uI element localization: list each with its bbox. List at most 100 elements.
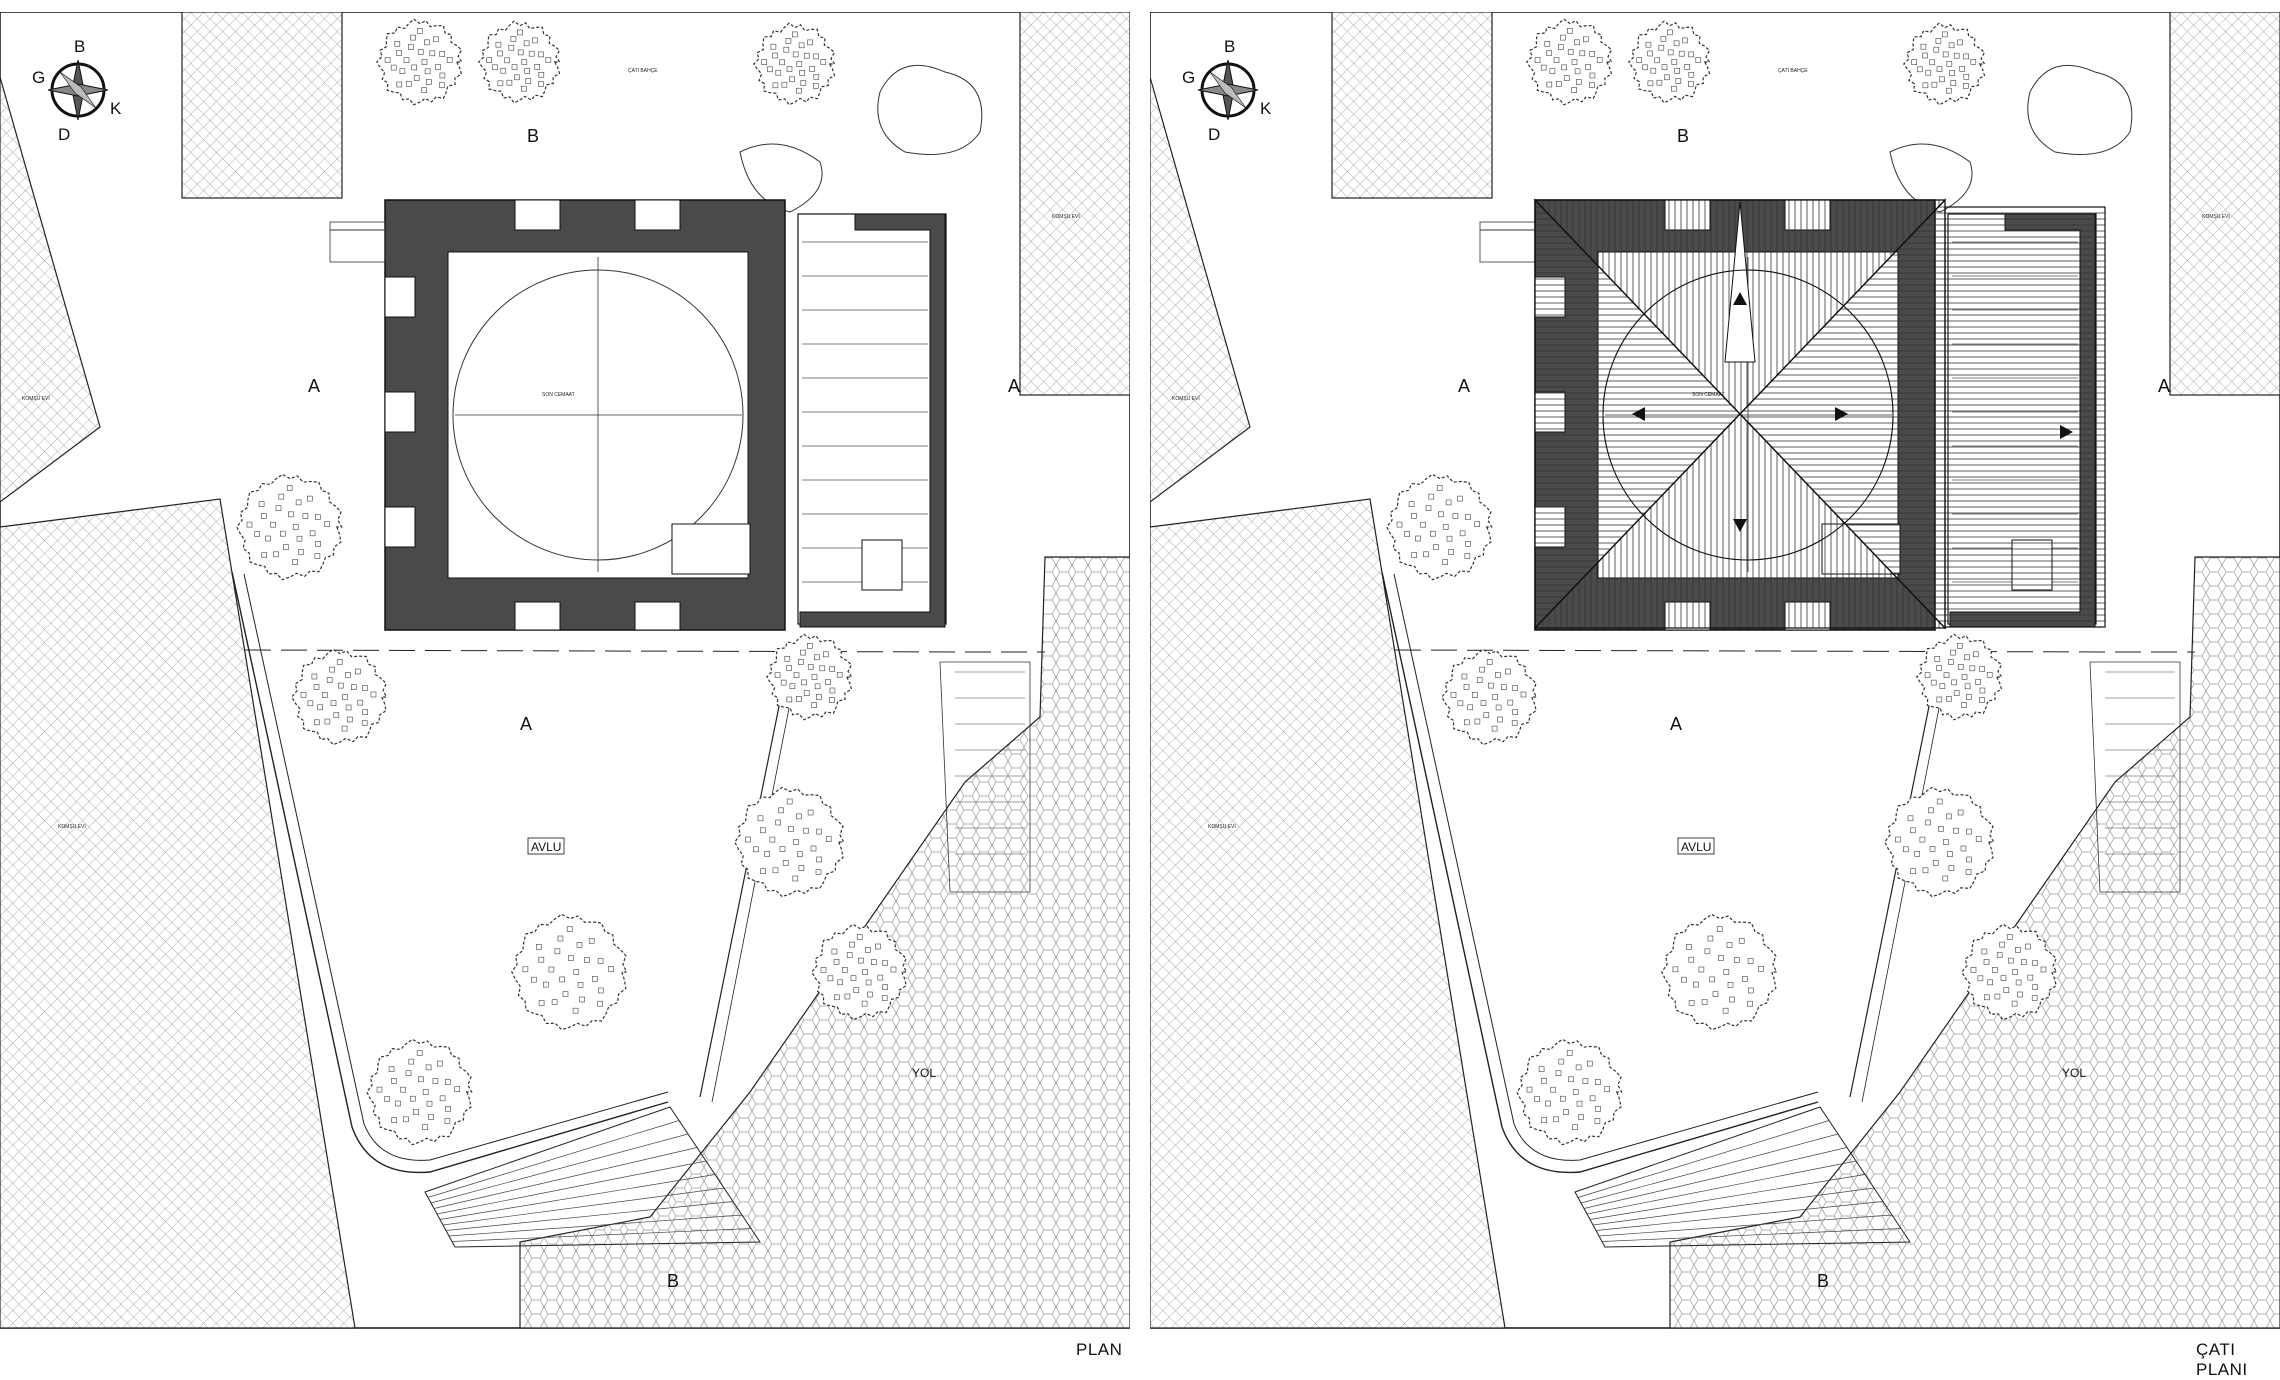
tree-leaf-mark (409, 1095, 416, 1102)
tree-leaf-mark (814, 654, 820, 661)
tree-leaf-mark (1688, 51, 1694, 58)
tree-leaf-mark (814, 683, 821, 690)
tree-leaf-mark (2032, 960, 2038, 966)
tree-leaf-mark (403, 1116, 409, 1123)
tree-leaf-mark (1645, 41, 1652, 48)
tree-leaf-mark (1541, 1078, 1547, 1084)
tree-leaf-mark (370, 691, 377, 698)
area-label-a-right: A (1008, 376, 1020, 396)
tree-leaf-mark (1594, 1118, 1601, 1124)
tree-leaf-mark (800, 80, 807, 86)
tree-leaf-mark (1480, 700, 1487, 706)
tree-leaf-mark (1411, 552, 1418, 558)
window-opening (514, 199, 561, 231)
tree-leaf-mark (1436, 485, 1443, 491)
stair-tread (430, 1133, 689, 1204)
tree-leaf-mark (800, 649, 806, 656)
tree-leaf-mark (798, 865, 805, 871)
tree-leaf-mark (1520, 691, 1527, 698)
tree-leaf-mark (829, 687, 836, 694)
tree-leaf-mark (1726, 942, 1733, 948)
tree-leaf-mark (2006, 934, 2013, 940)
tree-leaf-mark (436, 1060, 443, 1067)
tree-leaf-mark (882, 984, 889, 990)
tree-leaf-mark (1957, 664, 1964, 670)
tree-canopy (766, 633, 853, 721)
tree-canopy (376, 18, 463, 106)
tree-leaf-mark (759, 827, 766, 834)
compass-label-south: D (58, 125, 70, 144)
tree-leaf-mark (1925, 819, 1931, 826)
tree-leaf-mark (809, 65, 816, 72)
window-opening (384, 506, 416, 548)
tree-leaf-mark (772, 52, 778, 59)
tree-leaf-mark (815, 694, 822, 700)
tree-leaf-mark (774, 672, 781, 678)
tree-leaf-mark (1704, 948, 1711, 955)
tree-leaf-mark (1666, 29, 1673, 36)
tree-leaf-mark (769, 836, 776, 843)
tree-leaf-mark (833, 994, 840, 1001)
tree-leaf-mark (261, 512, 267, 519)
tree-leaf-mark (576, 942, 583, 948)
mihrab-niche (671, 523, 751, 575)
area-label-b-bottom: B (1817, 1271, 1829, 1291)
tree-leaf-mark (1935, 38, 1942, 44)
tree-leaf-mark (1964, 683, 1971, 690)
tree-leaf-mark (1596, 56, 1603, 63)
slope-arrow-icon (1733, 292, 1747, 305)
area-label-a-left: A (308, 376, 320, 396)
tree-leaf-mark (1930, 679, 1937, 686)
tree-leaf-mark (2003, 987, 2010, 993)
tree-1 (376, 18, 463, 106)
tree-leaf-mark (1459, 530, 1466, 537)
tree-leaf-mark (819, 665, 826, 672)
tree-canopy (291, 648, 388, 746)
tree-leaf-mark (1727, 981, 1734, 988)
tree-leaf-mark (801, 679, 808, 686)
tree-leaf-mark (1561, 64, 1568, 71)
tree-leaf-mark (780, 679, 787, 686)
window-opening (384, 276, 416, 318)
tree-leaf-mark (786, 66, 793, 72)
tree-leaf-mark (1558, 1058, 1565, 1065)
tree-leaf-mark (1545, 1100, 1551, 1107)
tree-leaf-mark (439, 72, 446, 79)
tree-leaf-mark (767, 66, 773, 73)
tree-leaf-mark (410, 34, 416, 41)
tree-leaf-mark (811, 674, 818, 680)
tree-leaf-mark (376, 1086, 383, 1093)
tree-leaf-mark (1943, 839, 1949, 845)
tree-leaf-mark (270, 521, 276, 528)
tree-leaf-mark (1534, 57, 1541, 63)
tree-leaf-mark (1555, 81, 1562, 87)
tree-leaf-mark (807, 664, 814, 670)
window-opening (514, 601, 561, 631)
tree-leaf-mark (1428, 493, 1435, 500)
tree-leaf-mark (572, 1007, 579, 1014)
tree-leaf-mark (538, 1000, 545, 1006)
tree-leaf-mark (411, 64, 418, 71)
tree-leaf-mark (1902, 846, 1909, 853)
tree-3 (753, 22, 836, 106)
tree-leaf-mark (1925, 69, 1932, 76)
tree-leaf-mark (882, 960, 888, 966)
slope-arrow-icon (2060, 425, 2073, 439)
tree-leaf-mark (831, 948, 838, 955)
tree-leaf-mark (1500, 684, 1507, 691)
tree-leaf-mark (849, 941, 856, 948)
tree-leaf-mark (405, 1070, 412, 1076)
area-label-b-top: B (527, 126, 539, 146)
tree-leaf-mark (1946, 61, 1953, 67)
tree-leaf-mark (1411, 512, 1417, 519)
neighbor-building-right (1019, 12, 1130, 396)
tree-leaf-mark (1658, 44, 1665, 51)
paved-road (519, 556, 1130, 1329)
tree-leaf-mark (877, 974, 884, 981)
stair-tread (448, 1214, 743, 1237)
annotation-text: KOMŞU EVİ (1208, 823, 1236, 830)
tree-canopy (1661, 913, 1778, 1031)
tree-leaf-mark (1894, 836, 1901, 843)
courtyard-label: AVLU (531, 840, 561, 854)
tree-leaf-mark (1957, 39, 1963, 46)
